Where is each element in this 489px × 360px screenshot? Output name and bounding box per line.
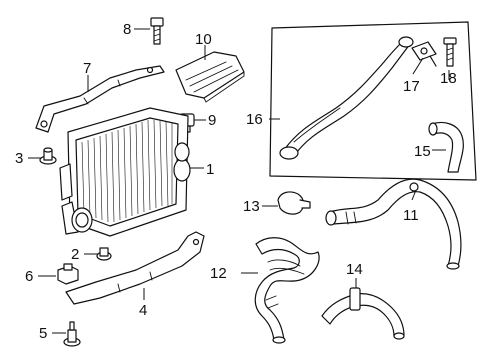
bolt-3 [39,147,57,165]
tube-12 [254,237,320,344]
callout-18: 18 [440,70,457,87]
bolt-18 [443,37,457,67]
intercooler [59,107,191,237]
callout-4: 4 [139,302,147,319]
callout-16: 16 [246,111,263,128]
callout-6: 6 [25,268,33,285]
callout-9: 9 [208,112,216,129]
callout-2: 2 [71,246,79,263]
clip-17 [411,41,437,67]
callout-17: 17 [403,78,420,95]
leader-lines [28,28,450,334]
nut-6 [57,263,79,285]
callout-15: 15 [414,143,431,160]
lower-bracket-4 [65,231,205,305]
callout-14: 14 [346,261,363,278]
callout-8: 8 [123,21,131,38]
upper-bracket-7 [35,65,165,133]
callout-11: 11 [403,207,419,224]
hose-14 [321,287,405,340]
bolt-5 [63,321,81,347]
callout-7: 7 [83,60,91,77]
callouts: 8 10 7 9 3 1 2 6 4 5 16 17 18 15 11 13 1… [15,21,457,342]
hose-15 [428,121,464,173]
heat-shield-10 [175,51,245,103]
callout-5: 5 [39,325,47,342]
callout-10: 10 [195,31,212,48]
callout-3: 3 [15,150,23,167]
intercooler-fins [81,119,173,223]
tube-16-inset [269,21,477,181]
clamp-13 [277,191,311,215]
callout-13: 13 [243,198,260,215]
callout-12: 12 [210,265,227,282]
bolt-8 [150,17,164,45]
hose-11 [325,178,462,270]
callout-1: 1 [206,161,214,178]
bracket-2 [96,247,112,261]
